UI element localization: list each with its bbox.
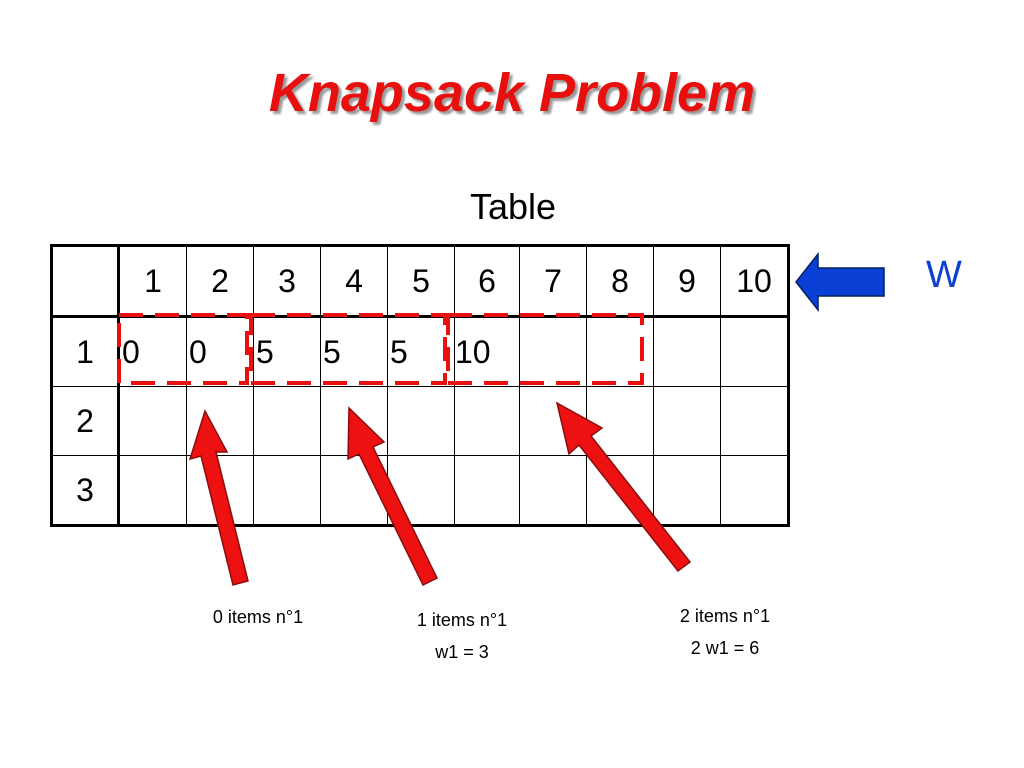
- column-header: 10: [720, 245, 789, 318]
- knapsack-table: 1 2 3 4 5 6 7 8 9 10 1 0 0 5 5 5 10 2 3: [50, 244, 790, 527]
- caption-two-items: 2 items n°1 2 w1 = 6: [640, 600, 810, 664]
- column-header: 4: [320, 245, 388, 318]
- table-cell: [720, 316, 789, 387]
- table-cell: [186, 386, 254, 456]
- table-cell: [653, 455, 721, 526]
- table-row: 2: [51, 386, 789, 456]
- table-cell: [519, 386, 587, 456]
- table-cell: [118, 455, 187, 526]
- row-header: 3: [51, 455, 120, 526]
- table-cell: [586, 455, 654, 526]
- table-cell: [253, 455, 321, 526]
- caption-zero-items: 0 items n°1: [173, 607, 343, 628]
- caption-line: 2 items n°1: [679, 606, 771, 626]
- table-corner-cell: [51, 245, 120, 318]
- table-cell: [653, 386, 721, 456]
- row-header: 2: [51, 386, 120, 456]
- table-heading: Table: [470, 186, 557, 227]
- column-header: 8: [586, 245, 654, 318]
- table-cell: [253, 386, 321, 456]
- table-cell: [387, 386, 455, 456]
- table-cell: [586, 316, 654, 387]
- caption-line: 1 items n°1: [416, 610, 508, 630]
- table-cell: 0: [186, 316, 254, 387]
- column-header: 3: [253, 245, 321, 318]
- column-header: 7: [519, 245, 587, 318]
- table-cell: [454, 455, 520, 526]
- table-cell: 5: [253, 316, 321, 387]
- table-header-row: 1 2 3 4 5 6 7 8 9 10: [51, 245, 789, 318]
- table-cell: 0: [118, 316, 187, 387]
- table-cell: [387, 455, 455, 526]
- row-header: 1: [51, 316, 120, 387]
- table-cell: [519, 455, 587, 526]
- table-cell: [320, 455, 388, 526]
- column-header: 9: [653, 245, 721, 318]
- page-title: Knapsack Problem: [268, 63, 756, 123]
- column-header: 2: [186, 245, 254, 318]
- capacity-label: W: [926, 254, 962, 296]
- table-row: 3: [51, 455, 789, 526]
- table-cell: [186, 455, 254, 526]
- table-cell: 10: [454, 316, 520, 387]
- caption-line: w1 = 3: [435, 642, 489, 662]
- table-cell: 5: [320, 316, 388, 387]
- caption-line: 0 items n°1: [212, 607, 304, 627]
- caption-one-item: 1 items n°1 w1 = 3: [377, 604, 547, 668]
- table-cell: [519, 316, 587, 387]
- table-cell: [454, 386, 520, 456]
- caption-line: 2 w1 = 6: [690, 638, 760, 658]
- column-header: 6: [454, 245, 520, 318]
- left-arrow-icon: [795, 251, 885, 313]
- table-cell: [653, 316, 721, 387]
- table-cell: [586, 386, 654, 456]
- table-cell: [720, 455, 789, 526]
- column-header: 1: [118, 245, 187, 318]
- table-cell: [118, 386, 187, 456]
- column-header: 5: [387, 245, 455, 318]
- table-cell: [320, 386, 388, 456]
- table-cell: 5: [387, 316, 455, 387]
- table-cell: [720, 386, 789, 456]
- table-row: 1 0 0 5 5 5 10: [51, 316, 789, 387]
